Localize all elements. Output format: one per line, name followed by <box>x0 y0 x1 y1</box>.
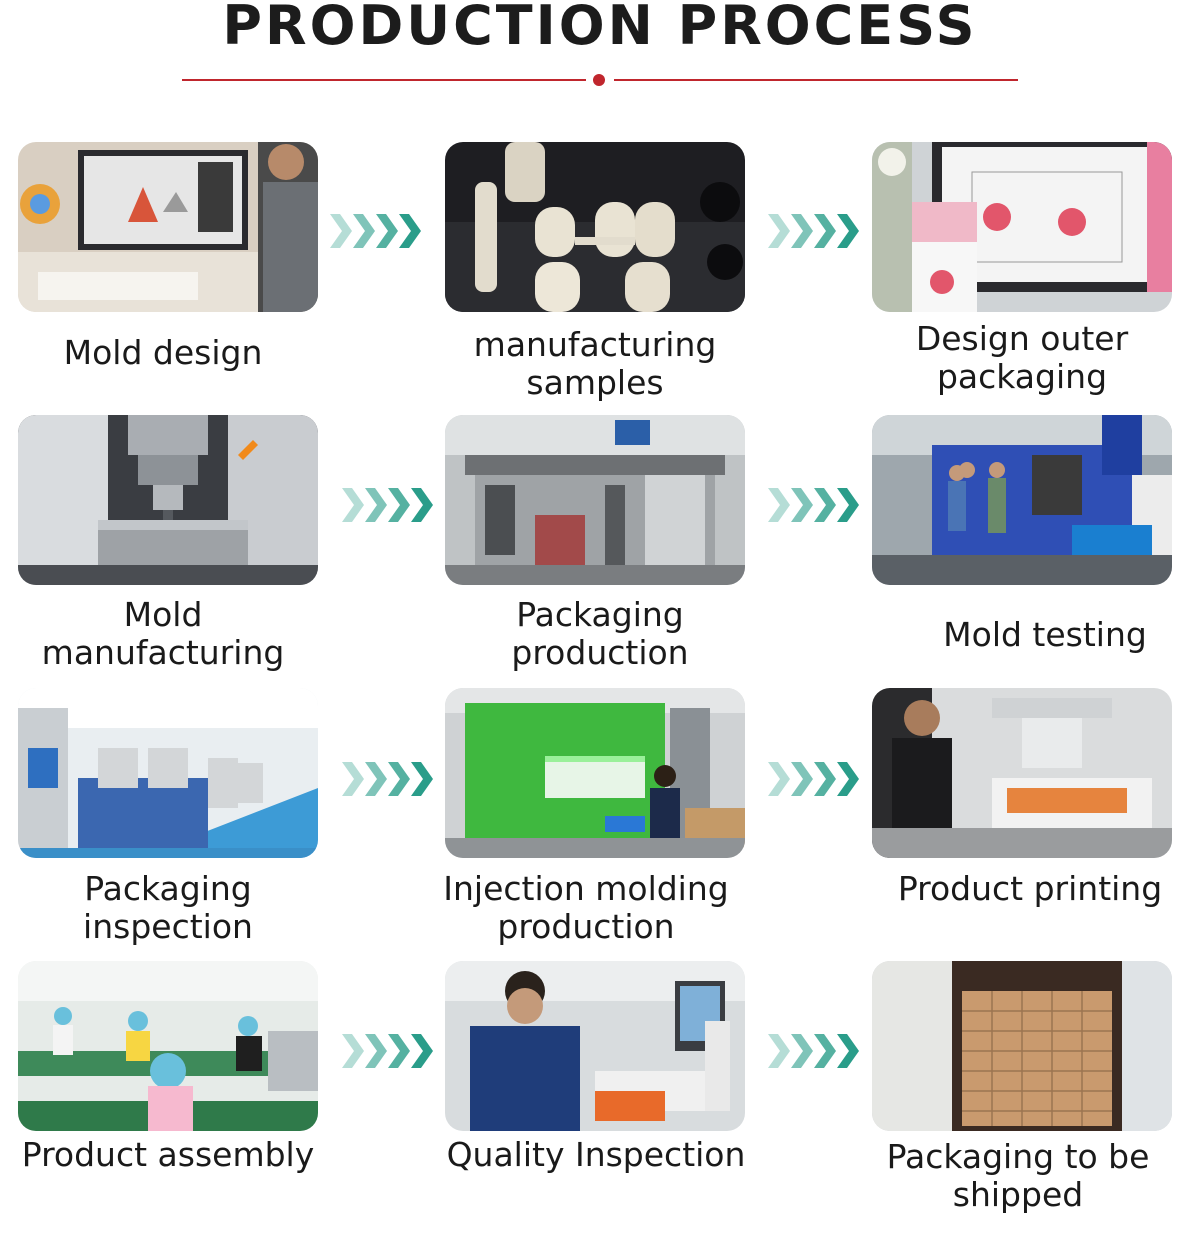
step-photo-product-printing <box>872 688 1172 858</box>
step-label-quality-inspection: Quality Inspection <box>446 1135 746 1174</box>
page-title: PRODUCTION PROCESS <box>222 0 978 57</box>
step-photo-packaging-production <box>445 415 745 585</box>
step-photo-packaging-to-be-shipped <box>872 961 1172 1131</box>
chevrons-arrow-icon <box>342 488 434 522</box>
step-label-manufacturing-samples: manufacturing samples <box>473 325 717 402</box>
step-photo-mold-testing <box>872 415 1172 585</box>
step-label-mold-design: Mold design <box>63 333 263 372</box>
title-divider-dot <box>593 74 605 86</box>
step-photo-design-outer-packaging <box>872 142 1172 312</box>
step-label-packaging-inspection: Packaging inspection <box>83 869 253 946</box>
title-divider-right <box>614 79 1018 81</box>
step-label-packaging-to-be-shipped: Packaging to be shipped <box>886 1137 1150 1214</box>
step-label-packaging-production: Packaging production <box>511 595 689 672</box>
chevrons-arrow-icon <box>342 762 434 796</box>
chevrons-arrow-icon <box>768 762 860 796</box>
step-photo-manufacturing-samples <box>445 142 745 312</box>
step-photo-product-assembly <box>18 961 318 1131</box>
step-label-mold-manufacturing: Mold manufacturing <box>41 595 285 672</box>
step-photo-mold-design <box>18 142 318 312</box>
step-label-product-assembly: Product assembly <box>21 1135 315 1174</box>
step-photo-quality-inspection <box>445 961 745 1131</box>
chevrons-arrow-icon <box>768 1034 860 1068</box>
chevrons-arrow-icon <box>768 214 860 248</box>
chevrons-arrow-icon <box>768 488 860 522</box>
chevrons-arrow-icon <box>330 214 422 248</box>
step-photo-mold-manufacturing <box>18 415 318 585</box>
step-label-injection-molding: Injection molding production <box>443 869 729 946</box>
step-label-design-outer-packaging: Design outer packaging <box>915 319 1129 396</box>
step-photo-packaging-inspection <box>18 688 318 858</box>
title-divider-left <box>182 79 586 81</box>
step-photo-injection-molding <box>445 688 745 858</box>
chevrons-arrow-icon <box>342 1034 434 1068</box>
step-label-product-printing: Product printing <box>897 869 1163 908</box>
step-label-mold-testing: Mold testing <box>943 615 1147 654</box>
